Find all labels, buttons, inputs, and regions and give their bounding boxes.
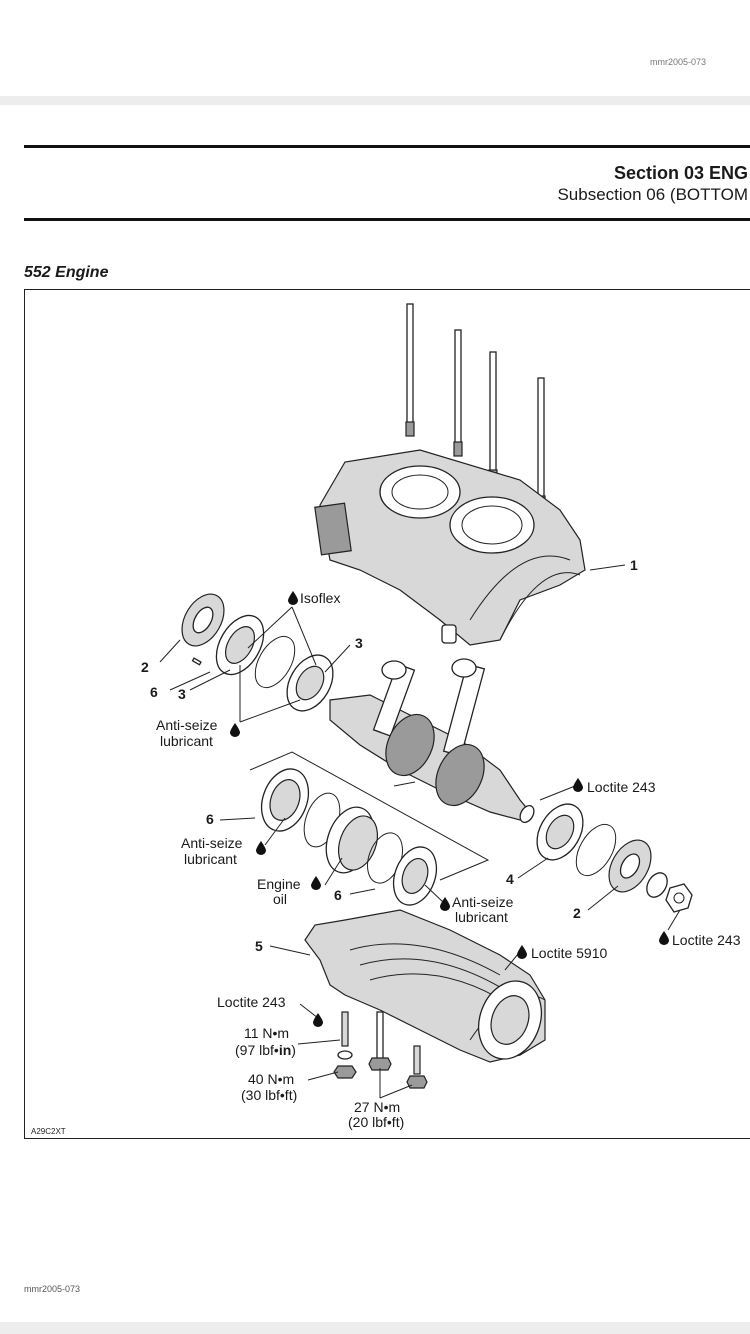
label-torque-27: 27 N•m bbox=[354, 1099, 400, 1115]
label-anti-seize-1b: lubricant bbox=[160, 733, 213, 749]
label-torque-27-imperial: (20 lbf•ft) bbox=[348, 1114, 404, 1130]
label-loctite-243-shaft: Loctite 243 bbox=[587, 779, 656, 795]
label-isoflex: Isoflex bbox=[300, 590, 340, 606]
header-rule-top bbox=[24, 145, 750, 148]
figure-code: A29C2XT bbox=[31, 1127, 66, 1136]
callout-5: 5 bbox=[255, 938, 263, 954]
subsection-title: Subsection 06 (BOTTOM bbox=[557, 185, 748, 204]
page-separator bbox=[0, 96, 750, 105]
callout-6-middle: 6 bbox=[206, 811, 214, 827]
figure-frame bbox=[24, 289, 750, 1139]
callout-3-right: 3 bbox=[355, 635, 363, 651]
crankcase-fasteners bbox=[333, 1011, 428, 1089]
bottom-doc-id: mmr2005-073 bbox=[24, 1284, 81, 1294]
label-torque-11-imperial: (97 lbf•in) bbox=[235, 1042, 296, 1058]
header-rule-bottom bbox=[24, 218, 750, 221]
label-torque-11: 11 N•m bbox=[244, 1025, 289, 1041]
callout-4: 4 bbox=[506, 871, 514, 887]
callout-2-right: 2 bbox=[573, 905, 581, 921]
label-loctite-5910: Loctite 5910 bbox=[531, 945, 607, 961]
figure-caption: 552 Engine bbox=[24, 264, 109, 281]
center-bearing-group bbox=[260, 768, 438, 906]
label-loctite-243-nut: Loctite 243 bbox=[672, 932, 741, 948]
leader-lines bbox=[159, 564, 681, 1099]
callout-6-top: 6 bbox=[150, 684, 158, 700]
label-torque-40-imperial: (30 lbf•ft) bbox=[241, 1087, 297, 1103]
center-bracket bbox=[249, 751, 490, 881]
label-loctite-243-stud: Loctite 243 bbox=[217, 994, 286, 1010]
left-seal-bearing-group bbox=[181, 593, 334, 712]
callout-6-bottom: 6 bbox=[334, 887, 342, 903]
callout-1: 1 bbox=[630, 557, 638, 573]
label-anti-seize-2b: lubricant bbox=[184, 851, 237, 867]
right-bearing-group bbox=[536, 803, 693, 913]
page-separator-bottom bbox=[0, 1322, 750, 1334]
callout-3-left: 3 bbox=[178, 686, 186, 702]
top-doc-id: mmr2005-073 bbox=[650, 57, 707, 67]
label-anti-seize-3b: lubricant bbox=[455, 909, 508, 925]
section-title: Section 03 ENG bbox=[613, 163, 748, 183]
crankshaft bbox=[329, 658, 535, 824]
upper-crankcase bbox=[314, 449, 586, 646]
label-anti-seize-1a: Anti-seize bbox=[156, 717, 218, 733]
callout-2-left: 2 bbox=[141, 659, 149, 675]
label-anti-seize-2a: Anti-seize bbox=[181, 835, 243, 851]
label-engine-oil-a: Engine bbox=[257, 876, 301, 892]
lower-crankcase bbox=[304, 909, 546, 1063]
label-engine-oil-b: oil bbox=[273, 891, 287, 907]
label-anti-seize-3a: Anti-seize bbox=[452, 894, 514, 910]
label-torque-40: 40 N•m bbox=[248, 1071, 294, 1087]
